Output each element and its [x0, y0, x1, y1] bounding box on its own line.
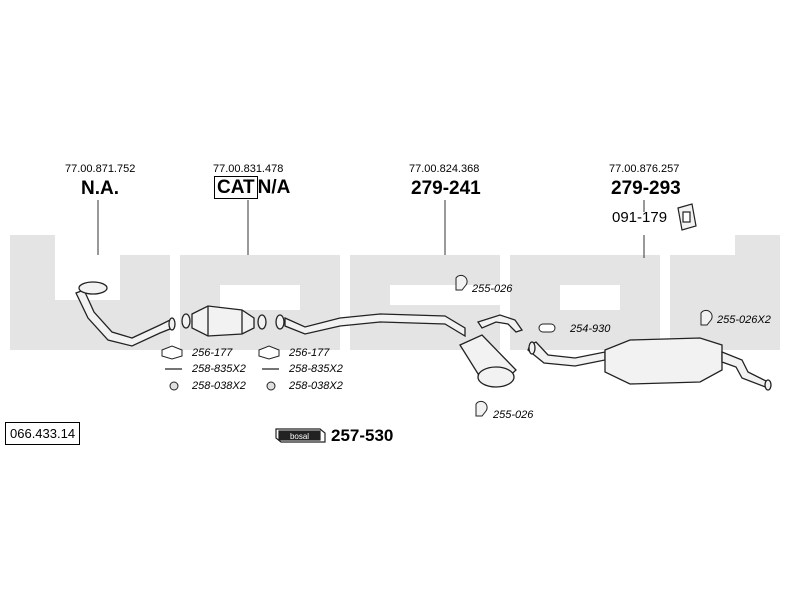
- nut-icons: [169, 381, 276, 391]
- middle-silencer: [275, 313, 524, 388]
- part-gasket-2: 256-177: [289, 347, 330, 359]
- bracket-icon: [677, 203, 697, 231]
- part-hanger-top: 255-026: [472, 283, 513, 295]
- part-nut-1: 258-038X2: [192, 380, 246, 392]
- part-gasket-1: 256-177: [192, 347, 233, 359]
- hanger-icons: [455, 274, 713, 417]
- ref-front-pipe: 77.00.871.752: [65, 163, 136, 175]
- front-pipe: [75, 281, 176, 347]
- code-front-pipe: N.A.: [81, 178, 119, 199]
- part-hanger-bottom: 255-026: [493, 409, 534, 421]
- ref-middle: 77.00.824.368: [409, 163, 480, 175]
- leader-lines: [97, 200, 645, 258]
- part-nut-2: 258-038X2: [289, 380, 343, 392]
- catalytic-converter: [181, 305, 267, 337]
- part-bolt-1: 258-835X2: [192, 363, 246, 375]
- code-rear: 279-293: [611, 178, 681, 199]
- kit-number: 257-530: [331, 426, 394, 445]
- part-clamp: 254-930: [570, 323, 611, 335]
- gasket-icons: [161, 323, 556, 360]
- kit-logo-text: bosal: [290, 432, 309, 441]
- code-bracket: 091-179: [612, 209, 668, 226]
- cat-code: N/A: [257, 177, 291, 198]
- code-middle: 279-241: [411, 178, 481, 199]
- catalog-number: 066.433.14: [5, 422, 81, 445]
- part-hanger-rear: 255-026X2: [717, 314, 771, 326]
- cat-boxed-label: CAT: [214, 176, 258, 199]
- part-bolt-2: 258-835X2: [289, 363, 343, 375]
- ref-rear: 77.00.876.257: [609, 163, 680, 175]
- ref-catalyst: 77.00.831.478: [213, 163, 284, 175]
- rear-silencer: [527, 337, 772, 391]
- bosal-watermark: [10, 235, 780, 350]
- kit-box-icon: bosal: [275, 428, 326, 443]
